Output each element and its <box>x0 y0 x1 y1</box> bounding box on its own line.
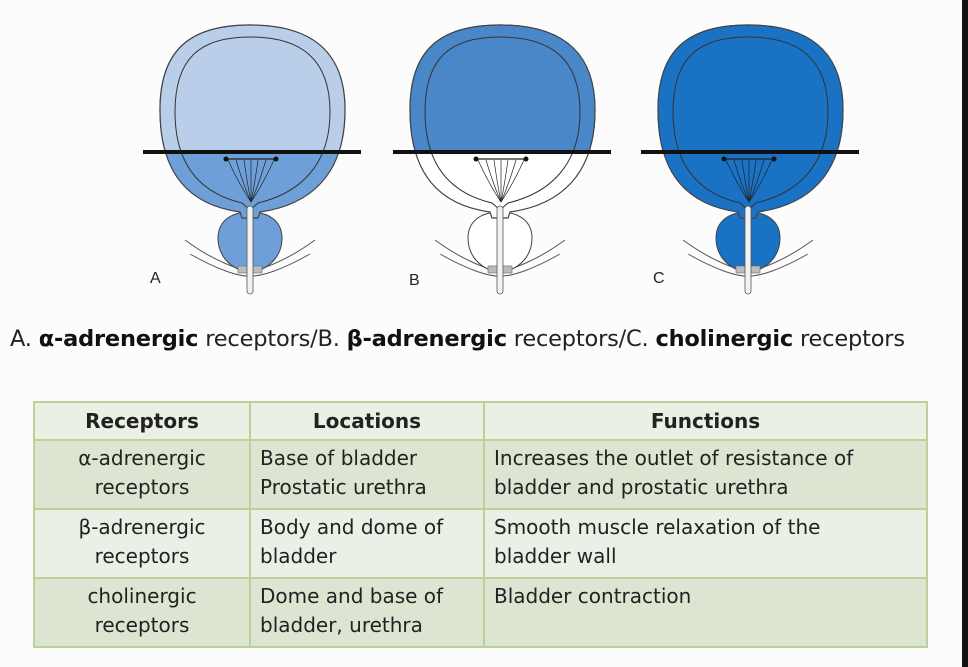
cell-line: Body and dome of <box>260 515 444 539</box>
window-edge-bar <box>962 0 968 667</box>
bladder-svg-a <box>143 24 361 295</box>
trigone-fiber <box>235 159 252 203</box>
urethra-tube <box>496 205 504 295</box>
bladder-upper-region <box>159 24 346 152</box>
trigone-fiber <box>748 159 765 203</box>
cell-line: receptors <box>94 475 190 499</box>
caption-b-bold: β-adrenergic <box>346 326 507 352</box>
bladder-svg-b <box>393 24 611 295</box>
cell-line: Smooth muscle relaxation of the <box>494 515 821 539</box>
cell-function: Smooth muscle relaxation of the bladder … <box>483 508 928 579</box>
trigone-fiber <box>500 159 525 203</box>
panel-label-b: B <box>409 272 420 289</box>
trigone-fiber <box>485 159 502 203</box>
table-header-row: Receptors Locations Functions <box>33 401 928 441</box>
trigone-fiber <box>748 159 757 203</box>
receptor-table: Receptors Locations Functions α-adrenerg… <box>33 401 928 648</box>
cell-line: cholinergic <box>87 584 197 608</box>
cell-receptor: β-adrenergic receptors <box>33 508 251 579</box>
cell-line: Prostatic urethra <box>260 475 427 499</box>
division-bar <box>641 150 859 154</box>
cell-line: bladder, urethra <box>260 613 423 637</box>
bladder-svg-c <box>641 24 859 295</box>
trigone-fiber <box>227 159 252 203</box>
urethra-tube <box>744 205 752 295</box>
table-row: α-adrenergic receptors Base of bladder P… <box>33 439 928 510</box>
caption-a-suffix: receptors/B. <box>198 326 347 352</box>
division-bar <box>143 150 361 154</box>
bladder-diagram-b: B <box>380 0 620 300</box>
cell-location: Base of bladder Prostatic urethra <box>249 439 485 510</box>
trigone-fiber <box>500 159 517 203</box>
trigone-fiber <box>250 159 267 203</box>
urethra-tube <box>246 205 254 295</box>
table-row: cholinergic receptors Dome and base of b… <box>33 577 928 648</box>
cell-location: Dome and base of bladder, urethra <box>249 577 485 648</box>
cell-line: receptors <box>94 613 190 637</box>
cell-line: bladder and prostatic urethra <box>494 475 789 499</box>
cell-line: Bladder contraction <box>494 584 692 608</box>
caption-b-suffix: receptors/C. <box>506 326 656 352</box>
caption-a-prefix: A. <box>10 326 39 352</box>
ureter-orifice-right <box>523 156 529 162</box>
cell-line: α-adrenergic <box>78 446 206 470</box>
trigone-fiber <box>250 159 275 203</box>
cell-function: Increases the outlet of resistance of bl… <box>483 439 928 510</box>
bladder-diagram-a: A <box>130 0 370 300</box>
pelvic-floor-left-inner <box>687 253 747 277</box>
trigone-fiber <box>725 159 750 203</box>
cell-line: β-adrenergic <box>78 515 206 539</box>
header-receptors: Receptors <box>33 401 251 441</box>
pelvic-floor-right-inner <box>749 253 809 277</box>
division-bar <box>393 150 611 154</box>
ureter-orifice-left <box>473 156 479 162</box>
caption-c-bold: cholinergic <box>655 326 794 352</box>
pelvic-floor-right-inner <box>501 253 561 277</box>
ureter-orifice-right <box>273 156 279 162</box>
header-locations: Locations <box>249 401 485 441</box>
trigone-fiber <box>748 159 773 203</box>
pelvic-floor-left-inner <box>189 253 249 277</box>
cell-line: Increases the outlet of resistance of <box>494 446 854 470</box>
cell-line: Dome and base of <box>260 584 444 608</box>
bladder-diagram-c: C <box>628 0 868 300</box>
cell-line: bladder <box>260 544 337 568</box>
trigone-fiber <box>250 159 259 203</box>
trigone-fiber <box>243 159 252 203</box>
cell-receptor: α-adrenergic receptors <box>33 439 251 510</box>
panel-label-a: A <box>150 270 161 287</box>
bladder-upper-region <box>409 24 596 152</box>
bladder-upper-region <box>657 24 844 152</box>
table-row: β-adrenergic receptors Body and dome of … <box>33 508 928 579</box>
cell-function: Bladder contraction <box>483 577 928 648</box>
trigone-fiber <box>733 159 750 203</box>
caption-a-bold: α-adrenergic <box>38 326 199 352</box>
ureter-orifice-right <box>771 156 777 162</box>
trigone-fiber <box>741 159 750 203</box>
cell-line: bladder wall <box>494 544 617 568</box>
pelvic-floor-left-inner <box>439 253 499 277</box>
trigone-fiber <box>477 159 502 203</box>
panel-label-c: C <box>653 270 665 287</box>
cell-location: Body and dome of bladder <box>249 508 485 579</box>
caption-c-suffix: receptors <box>793 326 905 352</box>
cell-receptor: cholinergic receptors <box>33 577 251 648</box>
cell-line: Base of bladder <box>260 446 418 470</box>
trigone-fiber <box>493 159 502 203</box>
pelvic-floor-right-inner <box>251 253 311 277</box>
cell-line: receptors <box>94 544 190 568</box>
figure-caption: A. α-adrenergic receptors/B. β-adrenergi… <box>10 326 905 352</box>
trigone-fiber <box>500 159 509 203</box>
ureter-orifice-left <box>223 156 229 162</box>
ureter-orifice-left <box>721 156 727 162</box>
header-functions: Functions <box>483 401 928 441</box>
